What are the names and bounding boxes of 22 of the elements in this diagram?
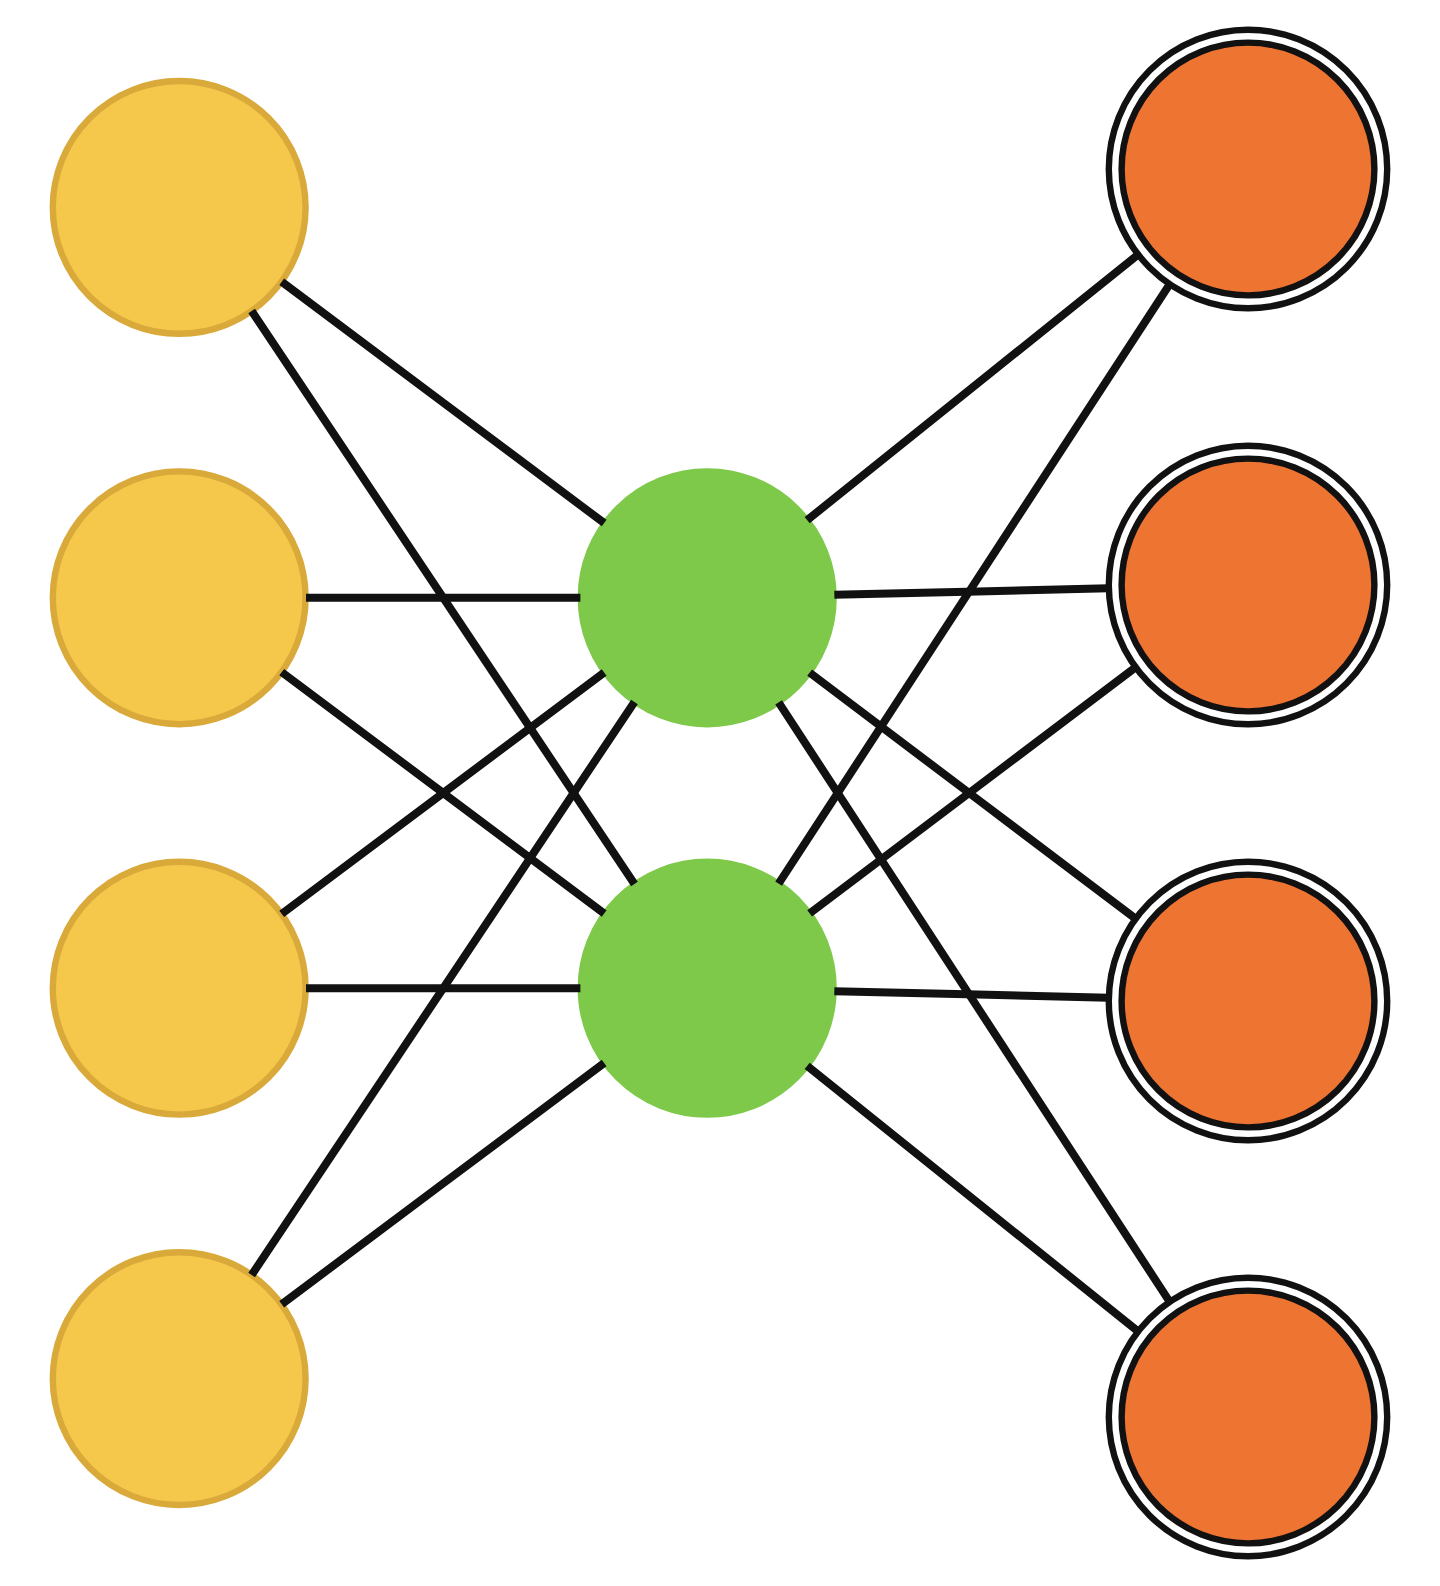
connector [775,700,1173,1304]
connector [834,584,1109,599]
connector [804,1062,1141,1335]
node-circle [49,77,309,337]
connector [775,282,1173,886]
connector [279,1059,607,1308]
connector [248,308,638,887]
connector [248,699,638,1278]
connector [804,251,1141,524]
node-circle [49,1249,309,1509]
node-circle [1105,442,1391,728]
node-circle [1105,26,1391,312]
node-circle [577,468,837,728]
node-circle [577,858,837,1118]
node-circle [49,858,309,1118]
connector [306,593,581,602]
node-circle [1105,1274,1391,1560]
node-circle [1105,858,1391,1144]
connector [306,984,581,993]
connector [834,987,1109,1002]
node-circle [49,468,309,728]
connector [279,278,607,527]
